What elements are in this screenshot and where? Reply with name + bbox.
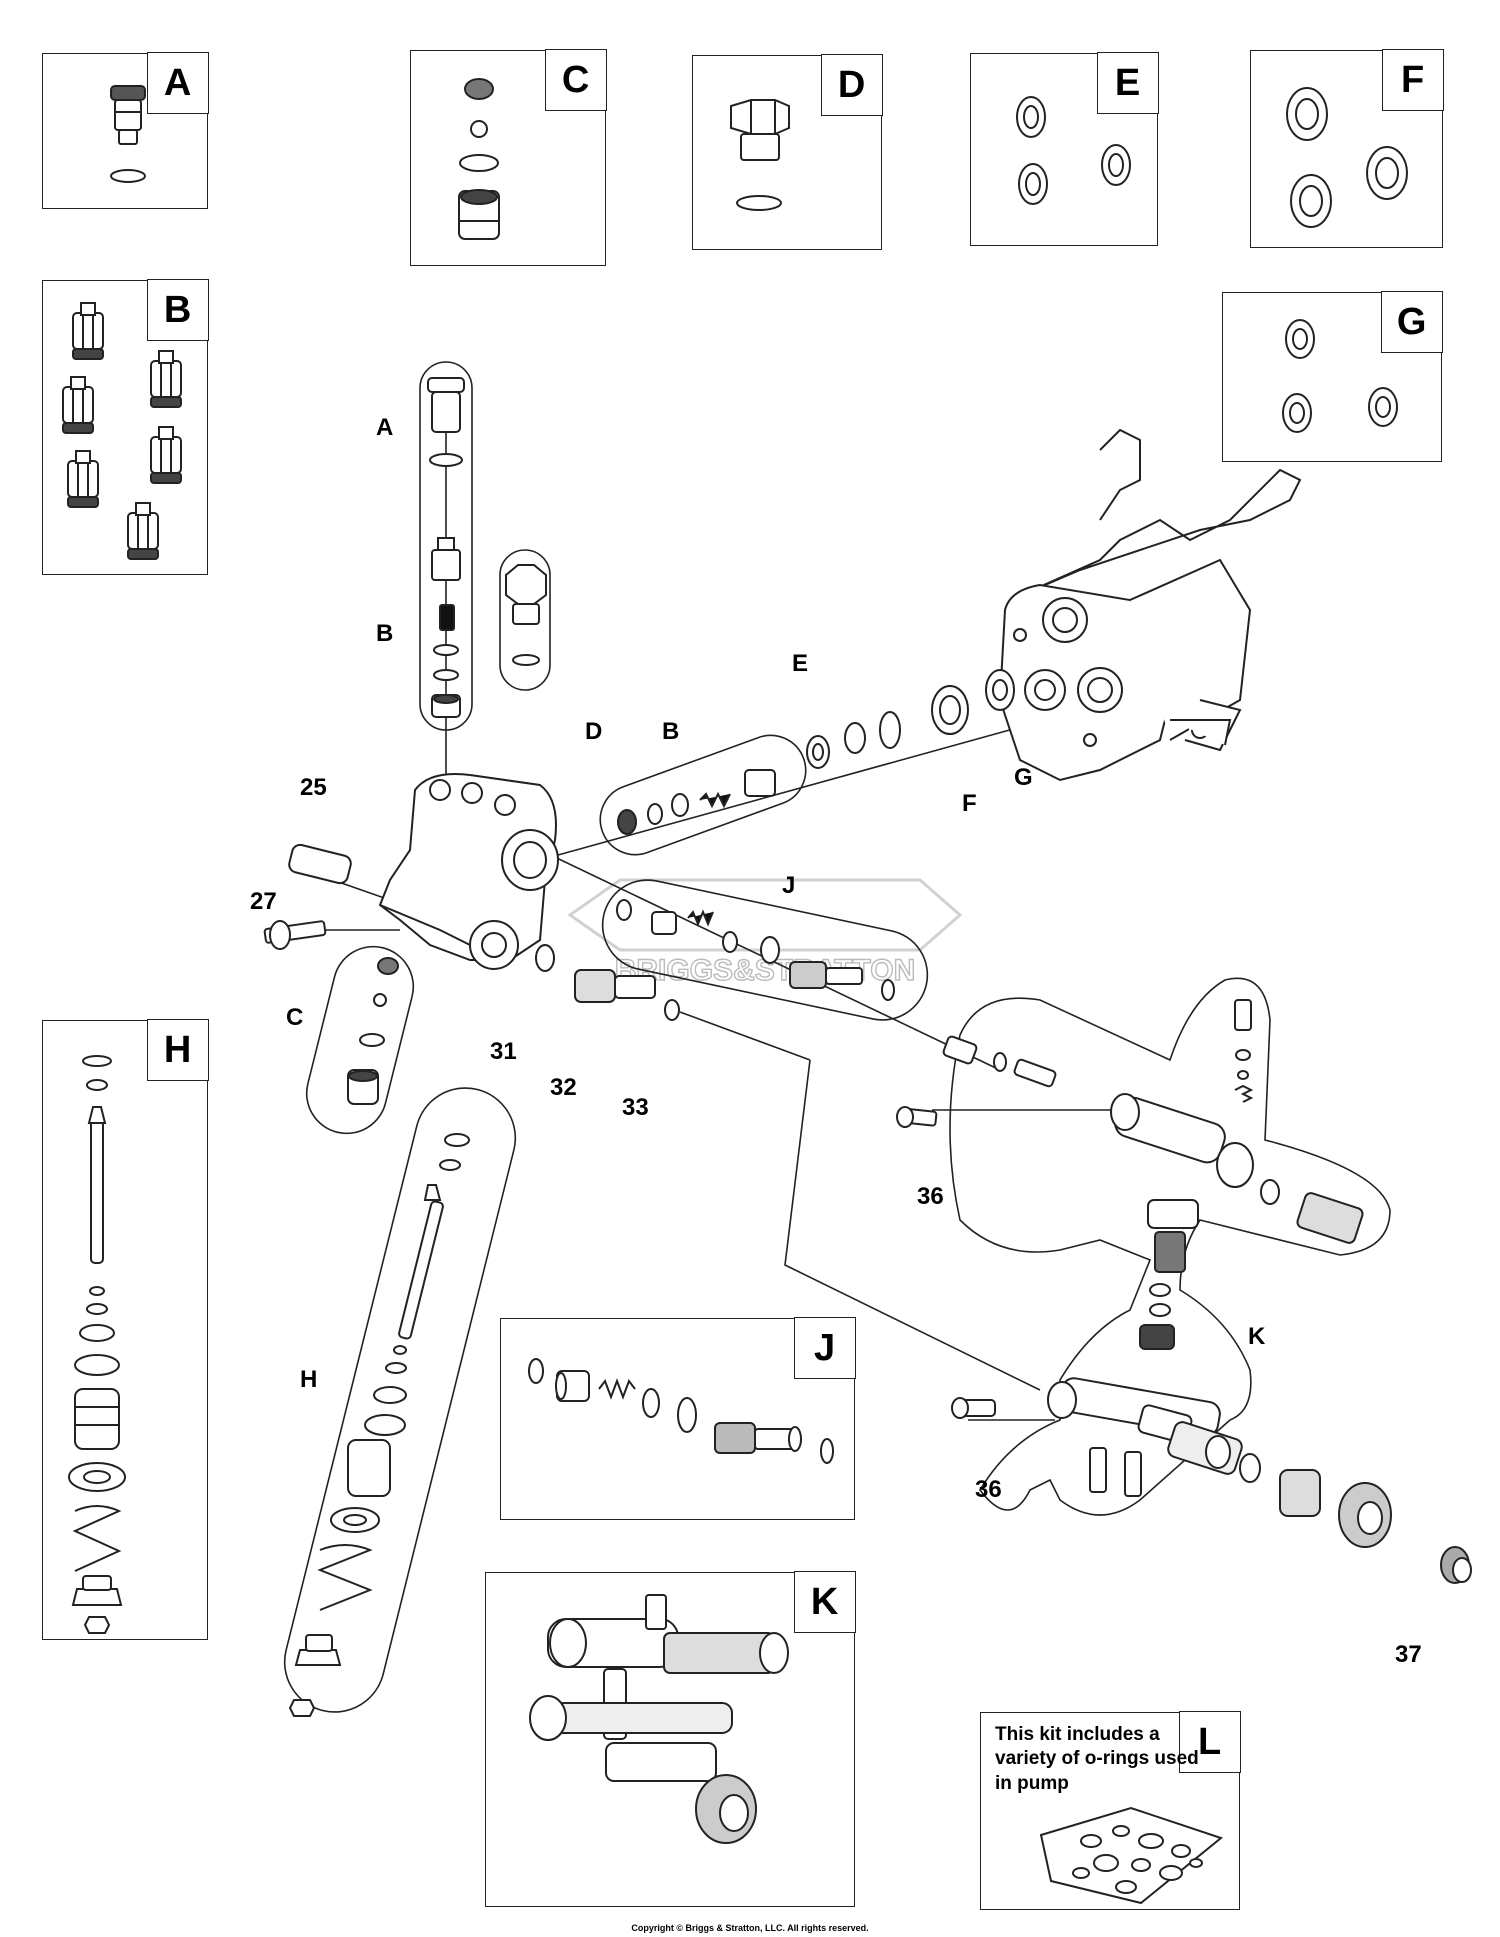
kit-label-a: A bbox=[146, 52, 209, 115]
unloader-assembly-drawing bbox=[68, 1055, 126, 1634]
callout-d: D bbox=[585, 718, 603, 745]
callout-31: 31 bbox=[490, 1038, 517, 1065]
callout-32: 32 bbox=[550, 1074, 577, 1101]
callout-c: C bbox=[286, 1004, 304, 1031]
callout-g: G bbox=[1014, 764, 1033, 791]
callout-e: E bbox=[792, 650, 809, 677]
callout-36-lower: 36 bbox=[975, 1476, 1002, 1503]
kit-box-k: K bbox=[485, 1571, 856, 1907]
kit-l-note: This kit includes a variety of o-rings u… bbox=[995, 1723, 1215, 1796]
kit-label-g: G bbox=[1380, 291, 1443, 354]
group-outline-b-right bbox=[599, 734, 807, 856]
group-outline-d bbox=[499, 549, 551, 691]
kit-label-d: D bbox=[820, 54, 883, 117]
callout-f: F bbox=[962, 790, 977, 817]
group-outline-c bbox=[305, 945, 415, 1135]
callout-37: 37 bbox=[1395, 1641, 1422, 1668]
kit-box-a: A bbox=[42, 52, 209, 209]
kit-label-b: B bbox=[146, 279, 209, 342]
kit-label-h: H bbox=[146, 1019, 209, 1082]
group-outline-h bbox=[283, 1087, 517, 1713]
manifold-assembly-drawing bbox=[529, 1594, 789, 1844]
kit-label-l: L bbox=[1178, 1711, 1241, 1774]
callout-k: K bbox=[1248, 1323, 1266, 1350]
kit-box-j: J bbox=[500, 1317, 856, 1520]
valve-set-drawing bbox=[62, 302, 182, 560]
kit-label-c: C bbox=[544, 49, 607, 112]
seal-set-e-drawing bbox=[1016, 96, 1131, 205]
leader-k-lower bbox=[784, 1059, 1041, 1391]
kit-box-f: F bbox=[1250, 49, 1444, 248]
quick-connect-assembly-drawing bbox=[528, 1358, 834, 1464]
kit-box-c: C bbox=[410, 49, 607, 266]
plug-drawing bbox=[730, 99, 790, 211]
callout-a: A bbox=[376, 414, 394, 441]
kit-l-note-line-3: in pump bbox=[995, 1772, 1069, 1794]
callout-36-upper: 36 bbox=[917, 1183, 944, 1210]
kit-label-f: F bbox=[1381, 49, 1444, 112]
callout-b-top: B bbox=[376, 620, 394, 647]
unloader-cap-drawing bbox=[110, 85, 146, 183]
o-ring-kit-drawing bbox=[1039, 1806, 1224, 1905]
callout-j: J bbox=[782, 872, 796, 899]
leader-33-axis bbox=[679, 1011, 811, 1061]
kit-box-l: L This kit includes a variety of o-rings… bbox=[980, 1711, 1241, 1910]
check-valve-drawing bbox=[458, 78, 500, 240]
kit-box-b: B bbox=[42, 279, 209, 575]
kit-box-e: E bbox=[970, 52, 1159, 246]
group-outline-j bbox=[601, 879, 929, 1021]
callout-b-right: B bbox=[662, 718, 680, 745]
kit-label-j: J bbox=[793, 1317, 856, 1380]
kit-label-e: E bbox=[1096, 52, 1159, 115]
pump-crankcase bbox=[998, 428, 1302, 782]
callout-33: 33 bbox=[622, 1094, 649, 1121]
kit-l-note-line-1: This kit includes a bbox=[995, 1724, 1160, 1745]
kit-label-k: K bbox=[793, 1571, 856, 1634]
callout-h: H bbox=[300, 1366, 318, 1393]
copyright-text: Copyright © Briggs & Stratton, LLC. All … bbox=[631, 1923, 869, 1933]
seal-set-f-drawing bbox=[1286, 87, 1408, 228]
kit-l-note-line-2: variety of o-rings used bbox=[995, 1748, 1199, 1770]
group-outline-k bbox=[949, 977, 1391, 1516]
seal-set-g-drawing bbox=[1282, 319, 1398, 433]
pump-manifold-head bbox=[378, 773, 559, 970]
kit-box-g: G bbox=[1222, 291, 1443, 462]
axis-line-seals bbox=[539, 704, 1101, 861]
callout-27: 27 bbox=[250, 888, 277, 915]
kit-box-h: H bbox=[42, 1019, 209, 1640]
callout-25: 25 bbox=[300, 774, 327, 801]
kit-box-d: D bbox=[692, 54, 883, 250]
watermark bbox=[567, 878, 963, 952]
